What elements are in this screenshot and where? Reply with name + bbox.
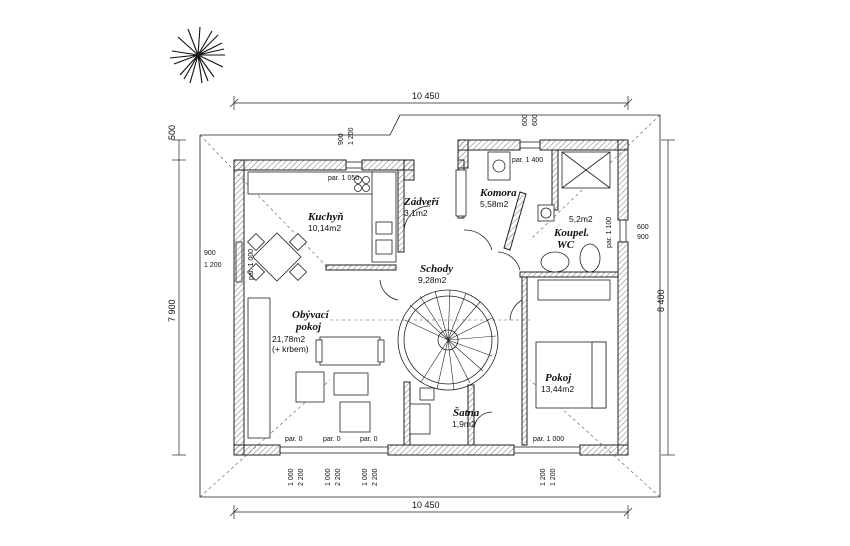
win-bath-w: 600 — [637, 224, 649, 231]
win-living-w: 900 — [204, 250, 216, 257]
room-kuchyn-name: Kuchyň — [307, 211, 343, 223]
windows — [235, 141, 627, 454]
win-kitchen-h: 1 200 — [348, 127, 355, 145]
win-bottom4-par: par. 1 000 — [533, 436, 564, 443]
win-bottom2-w: 1 000 — [325, 468, 332, 486]
tree-symbol-icon — [169, 26, 225, 84]
win-komora-w: 600 — [522, 114, 529, 126]
dim-left-offset: 500 — [167, 125, 177, 140]
room-koupelna-name: Koupel. — [553, 227, 589, 239]
doors — [379, 169, 523, 431]
spiral-staircase — [397, 289, 499, 435]
win-bottom2-h: 2 200 — [335, 468, 342, 486]
exterior-walls — [233, 139, 629, 456]
dim-right-total: 8 400 — [656, 289, 666, 312]
win-bottom2-par: par. 0 — [323, 436, 341, 443]
win-bottom3-h: 2 200 — [372, 468, 379, 486]
room-komora-name: Komora — [479, 187, 517, 199]
room-pokoj-area: 13,44m2 — [541, 384, 574, 394]
win-bottom4-w: 1 200 — [540, 468, 547, 486]
win-komora-h: 600 — [532, 114, 539, 126]
dimension-labels: 10 450 10 450 7 900 500 8 400 — [167, 91, 666, 510]
room-obyvaci-name: Obývací — [292, 309, 330, 321]
window-annotations: par. 1 050 900 1 200 par. 1 400 600 600 … — [204, 114, 649, 486]
win-komora-par: par. 1 400 — [512, 157, 543, 164]
room-zadveri-area: 3,1m2 — [404, 208, 428, 218]
bathroom-fixtures — [487, 151, 611, 273]
living-furniture — [247, 297, 385, 439]
win-bottom4-h: 1 200 — [550, 468, 557, 486]
room-schody-name: Schody — [420, 263, 453, 275]
kitchen-furniture — [246, 171, 397, 282]
room-zadveri-name: Zádveří — [403, 196, 440, 208]
room-obyvaci-name2: pokoj — [295, 321, 322, 333]
win-kitchen-par: par. 1 050 — [328, 175, 359, 182]
room-labels: Kuchyň 10,14m2 Zádveří 3,1m2 Komora 5,58… — [272, 187, 593, 429]
dim-top: 10 450 — [412, 91, 440, 101]
win-bath-h: 900 — [637, 234, 649, 241]
win-bottom3-par: par. 0 — [360, 436, 378, 443]
win-bottom1-par: par. 0 — [285, 436, 303, 443]
room-obyvaci-note: (+ krbem) — [272, 344, 309, 354]
win-kitchen-w: 900 — [338, 133, 345, 145]
win-bottom3-w: 1 000 — [362, 468, 369, 486]
room-obyvaci-area: 21,78m2 — [272, 334, 305, 344]
win-bottom1-w: 1 000 — [288, 468, 295, 486]
room-komora-area: 5,58m2 — [480, 199, 509, 209]
dim-bottom: 10 450 — [412, 500, 440, 510]
win-bottom1-h: 2 200 — [298, 468, 305, 486]
room-satna-area: 1,9m2 — [452, 419, 476, 429]
win-living-par: par. 1 000 — [248, 249, 255, 280]
dim-left-total: 7 900 — [167, 299, 177, 322]
bed — [535, 279, 611, 409]
room-kuchyn-area: 10,14m2 — [308, 223, 341, 233]
win-bath-par: par. 1 100 — [606, 217, 613, 248]
dimension-lines — [172, 96, 675, 519]
room-pokoj-name: Pokoj — [545, 372, 572, 384]
win-living-h: 1 200 — [204, 262, 222, 269]
room-satna-name: Šatna — [453, 406, 480, 419]
room-schody-area: 9,28m2 — [418, 275, 447, 285]
room-koupelna-area: 5,2m2 — [569, 214, 593, 224]
room-koupelna-name2: WC — [557, 239, 575, 251]
